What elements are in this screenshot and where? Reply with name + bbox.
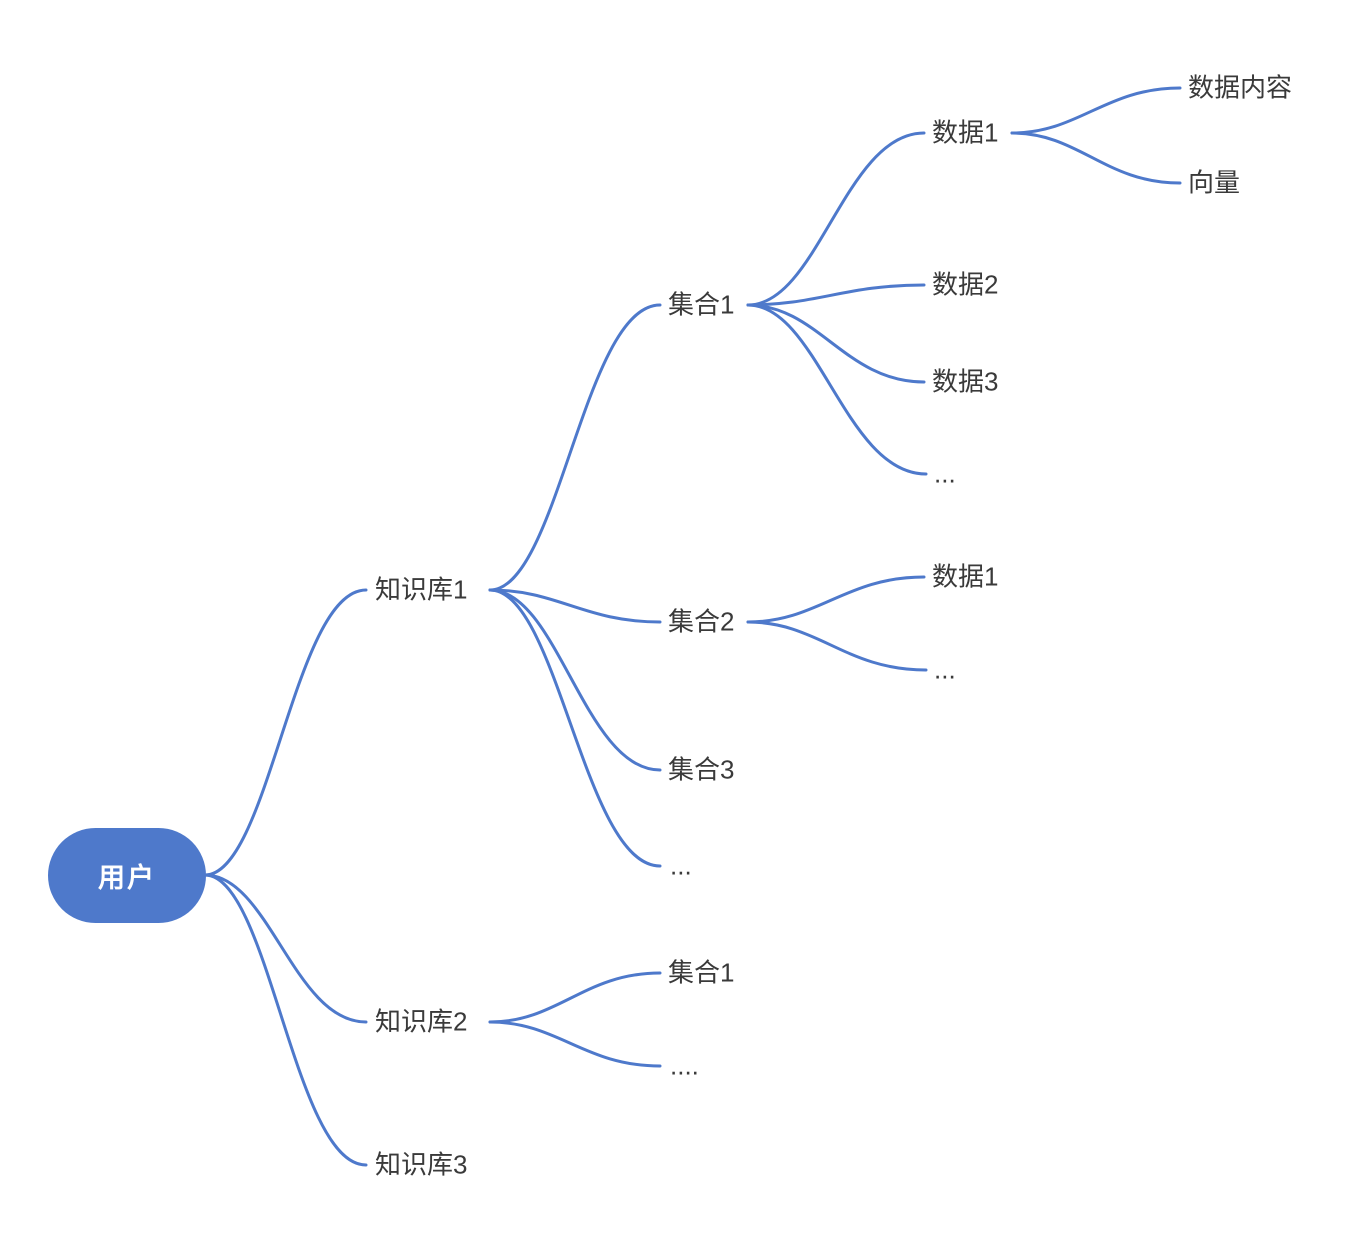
edge-kb2-more xyxy=(488,1020,662,1068)
edge-user-kb2 xyxy=(203,873,368,1024)
edge-user-kb1 xyxy=(203,588,368,877)
node-col2-data1[interactable]: 数据1 xyxy=(932,561,999,592)
edge-col1-more xyxy=(746,303,928,476)
edge-user-kb3 xyxy=(203,873,368,1167)
node-kb3[interactable]: 知识库3 xyxy=(375,1149,468,1180)
node-data1-content[interactable]: 数据内容 xyxy=(1188,72,1293,103)
node-kb1-col3[interactable]: 集合3 xyxy=(668,754,735,785)
node-kb1-col1[interactable]: 集合1 xyxy=(668,289,735,320)
node-data1-vector[interactable]: 向量 xyxy=(1188,167,1241,198)
node-col1-data3[interactable]: 数据3 xyxy=(932,366,999,397)
edge-data1-content xyxy=(1010,86,1182,135)
edge-col2-more xyxy=(746,620,928,672)
edge-col1-data3 xyxy=(746,303,926,384)
edge-kb1-col2 xyxy=(488,588,662,624)
node-kb2[interactable]: 知识库2 xyxy=(375,1006,468,1037)
edge-kb1-more xyxy=(488,588,662,868)
edge-kb1-col3 xyxy=(488,588,662,772)
edge-data1-vector xyxy=(1010,131,1182,185)
edge-kb2-col1 xyxy=(488,971,662,1024)
edge-kb1-col1 xyxy=(488,303,662,592)
node-kb1[interactable]: 知识库1 xyxy=(375,574,468,605)
connector-group xyxy=(203,86,1182,1167)
edge-col2-data1 xyxy=(746,575,926,624)
node-col1-data2[interactable]: 数据2 xyxy=(932,269,999,300)
node-user[interactable]: 用户 xyxy=(48,828,206,923)
edge-col1-data1 xyxy=(746,131,926,307)
node-col1-data1[interactable]: 数据1 xyxy=(932,117,999,148)
node-col1-more[interactable]: ... xyxy=(934,458,956,489)
node-kb2-more[interactable]: .... xyxy=(670,1050,699,1081)
edge-col1-data2 xyxy=(746,283,926,307)
node-col2-more[interactable]: ... xyxy=(934,654,956,685)
node-kb1-more[interactable]: ... xyxy=(670,850,692,881)
node-kb1-col2[interactable]: 集合2 xyxy=(668,606,735,637)
node-kb2-col1[interactable]: 集合1 xyxy=(668,957,735,988)
